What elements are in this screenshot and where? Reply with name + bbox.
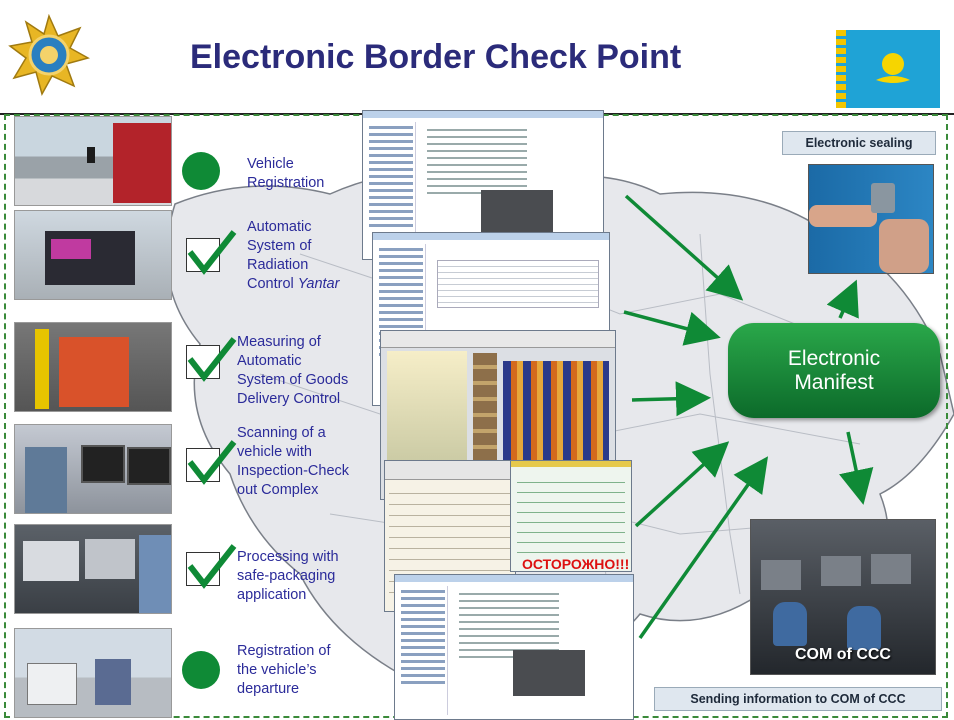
step-5-check-icon	[187, 544, 237, 589]
step-6-dot-icon	[182, 651, 220, 689]
step-3-check-icon	[187, 337, 237, 382]
customs-emblem-icon	[8, 14, 90, 96]
header: Electronic Border Check Point	[0, 0, 954, 115]
photo-registration	[14, 116, 172, 206]
photo-departure	[14, 628, 172, 718]
step-1-dot-icon	[182, 152, 220, 190]
com-of-ccc-label: COM of CCC	[795, 646, 891, 663]
screenshot-form	[510, 460, 632, 572]
step-4-check-icon	[187, 440, 237, 485]
photo-electronic-seal	[808, 164, 934, 274]
photo-processing	[14, 524, 172, 614]
kazakhstan-flag-icon	[836, 30, 940, 108]
electronic-sealing-label: Electronic sealing	[782, 131, 936, 155]
photo-measuring	[14, 322, 172, 412]
warning-label: ОСТОРОЖНО!!!	[522, 556, 630, 572]
photo-com-of-ccc: COM of CCC	[750, 519, 936, 675]
sending-information-label: Sending information to COM of CCC	[654, 687, 942, 711]
page-title: Electronic Border Check Point	[190, 38, 682, 76]
electronic-manifest: Electronic Manifest	[728, 323, 940, 418]
screenshot-departure	[394, 574, 634, 720]
step-2-check-icon	[187, 230, 237, 275]
photo-radiation-truck	[14, 210, 172, 300]
photo-scanning	[14, 424, 172, 514]
